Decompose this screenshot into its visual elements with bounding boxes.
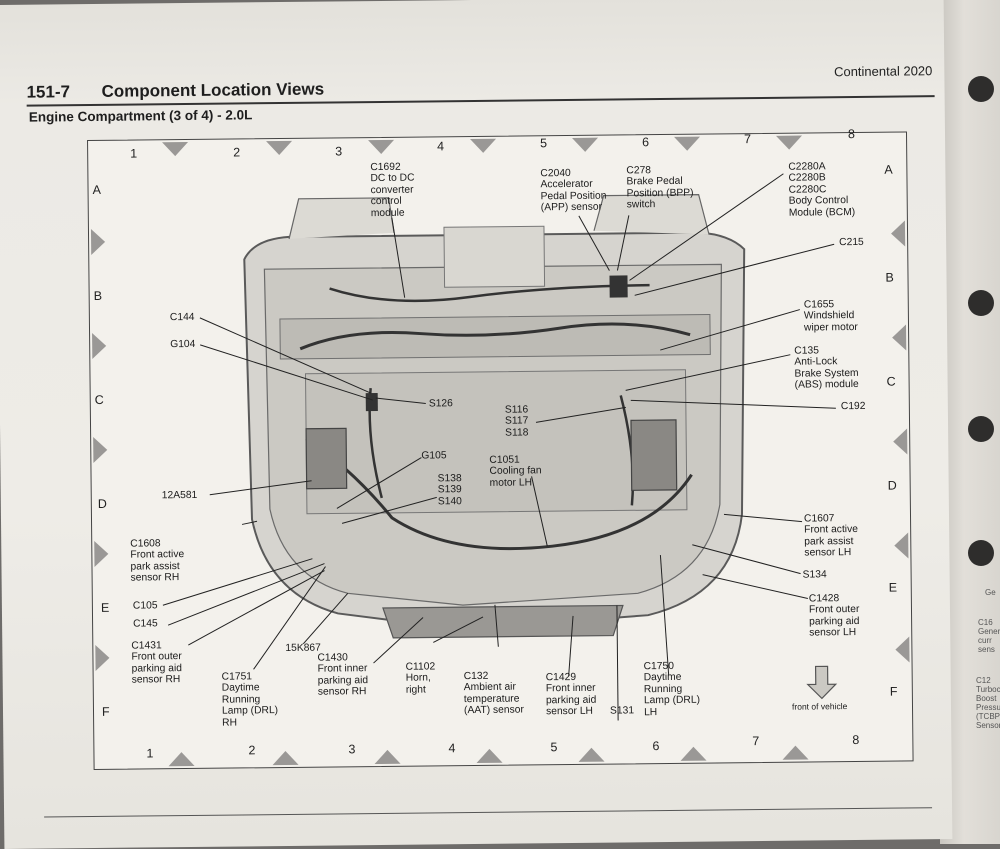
callout-15k867: 15K867 bbox=[285, 642, 321, 654]
grid-markers bbox=[90, 135, 910, 767]
grid-col-label: 3 bbox=[348, 742, 356, 757]
grid-col-label: 2 bbox=[233, 145, 241, 160]
callout-12a581: 12A581 bbox=[161, 489, 198, 502]
grid-row-label: F bbox=[889, 684, 898, 699]
grid-col-label: 4 bbox=[448, 741, 456, 756]
callout-c145: C145 bbox=[133, 618, 158, 630]
grid-row-label: C bbox=[94, 392, 104, 407]
callout-c192: C192 bbox=[840, 400, 866, 413]
diagram-frame: 1 2 3 4 5 6 7 8 1 2 3 4 5 6 7 8 A B C D … bbox=[87, 127, 914, 771]
grid-col-label: 5 bbox=[540, 136, 548, 151]
binder-hole bbox=[968, 540, 994, 566]
callout-s126: S126 bbox=[428, 398, 453, 410]
binder-hole bbox=[968, 290, 994, 316]
footer-rule bbox=[44, 807, 933, 818]
next-page-text-2: C16 Genera curr sens bbox=[978, 618, 1000, 654]
grid-col-label: 6 bbox=[642, 135, 650, 150]
grid-col-label: 7 bbox=[752, 734, 760, 749]
callout-c215: C215 bbox=[839, 236, 864, 249]
grid-row-label: A bbox=[884, 162, 893, 177]
callout-s131: S131 bbox=[609, 705, 635, 717]
diagram-artwork bbox=[90, 135, 910, 767]
grid-row-label: B bbox=[885, 270, 894, 285]
section-number: 151-7 bbox=[26, 82, 71, 102]
binder-hole bbox=[968, 416, 994, 442]
grid-col-label: 8 bbox=[847, 126, 856, 142]
vehicle-model: Continental 2020 bbox=[833, 63, 933, 80]
grid-row-label: D bbox=[887, 478, 897, 493]
front-arrow-icon bbox=[806, 665, 838, 700]
callout-s134: S134 bbox=[802, 569, 827, 581]
leader-lines bbox=[162, 173, 836, 721]
grid-row-label: B bbox=[93, 288, 103, 303]
callout-g104: G104 bbox=[170, 338, 196, 351]
binder-hole bbox=[968, 76, 994, 102]
grid-col-label: 4 bbox=[437, 139, 445, 154]
next-page-text-3: C12 Turbocharger Boost Pressure (TCBP) S… bbox=[976, 676, 1000, 730]
section-title: Component Location Views bbox=[101, 79, 325, 101]
next-page-text-1: Ge bbox=[985, 588, 996, 597]
grid-col-label: 8 bbox=[852, 732, 860, 748]
grid-row-label: F bbox=[101, 704, 110, 719]
grid-col-label: 7 bbox=[743, 132, 752, 147]
grid-col-label: 2 bbox=[248, 743, 256, 758]
grid-row-label: C bbox=[886, 374, 896, 389]
grid-col-label: 1 bbox=[130, 146, 138, 161]
grid-col-label: 5 bbox=[550, 740, 558, 755]
front-of-vehicle-label: front of vehicle bbox=[791, 701, 848, 712]
grid-col-label: 3 bbox=[335, 144, 343, 159]
page-subtitle: Engine Compartment (3 of 4) - 2.0L bbox=[28, 107, 253, 125]
manual-page: 151-7 Component Location Views Continent… bbox=[0, 0, 953, 849]
grid-col-label: 1 bbox=[146, 746, 154, 761]
grid-row-label: A bbox=[92, 182, 101, 197]
grid-col-label: 6 bbox=[652, 739, 660, 754]
engine-bay-drawing bbox=[243, 194, 746, 639]
grid-row-label: E bbox=[888, 580, 898, 595]
callout-c105: C105 bbox=[132, 600, 158, 612]
callout-c144: C144 bbox=[169, 311, 195, 324]
callout-g105: G105 bbox=[421, 450, 447, 462]
grid-row-label: D bbox=[97, 496, 107, 511]
grid-row-label: E bbox=[100, 600, 110, 615]
